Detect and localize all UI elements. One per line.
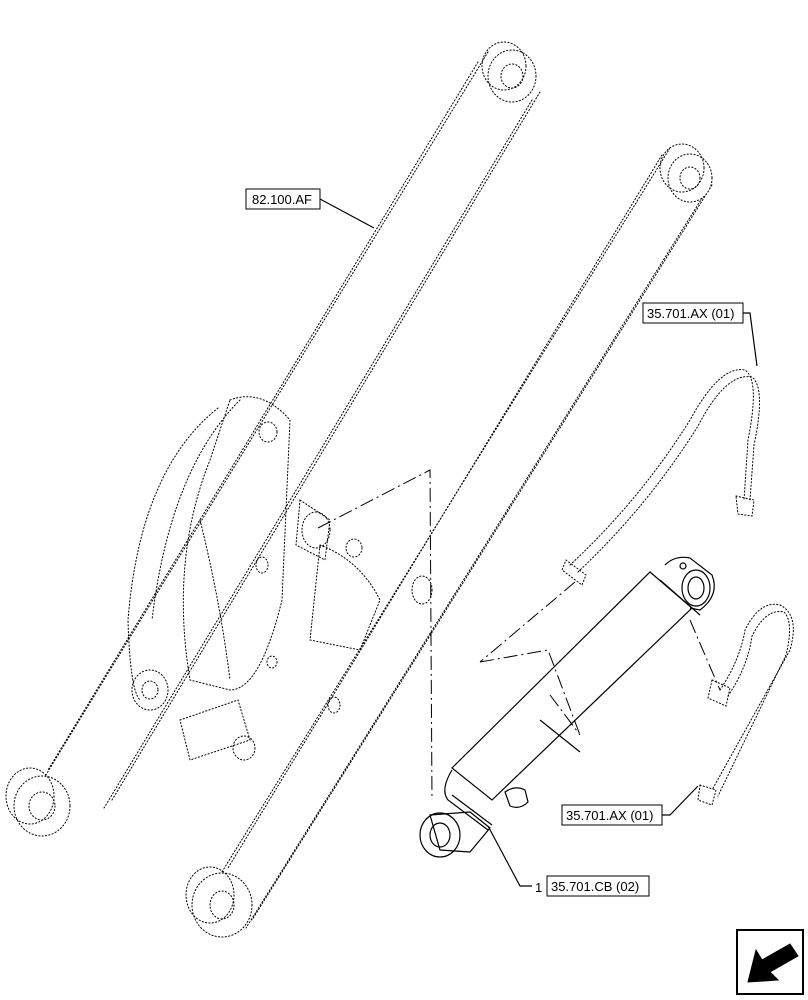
loader-arm-right [185,143,713,938]
callout-hose-lower[interactable]: 35.701.AX (01) [561,785,699,826]
navigate-back-arrow-icon[interactable] [736,929,804,995]
lift-cylinder [419,556,715,858]
callout-cylinder-item-number: 1 [535,880,542,895]
callout-arm[interactable]: 82.100.AF [245,188,375,229]
callout-cylinder-label: 35.701.CB (02) [551,879,639,894]
callout-cylinder[interactable]: 1 35.701.CB (02) [487,825,650,897]
cross-tube-bellcrank [127,396,381,761]
callout-hose-upper[interactable]: 35.701.AX (01) [642,302,758,367]
hydraulic-hose-lower [697,603,794,806]
alignment-lines [317,469,721,801]
callout-arm-label: 82.100.AF [252,192,312,207]
hydraulic-hose-upper [561,369,761,586]
loader-arm-left [5,41,541,837]
callout-hose-upper-label: 35.701.AX (01) [647,306,734,321]
callout-hose-lower-label: 35.701.AX (01) [566,808,653,823]
